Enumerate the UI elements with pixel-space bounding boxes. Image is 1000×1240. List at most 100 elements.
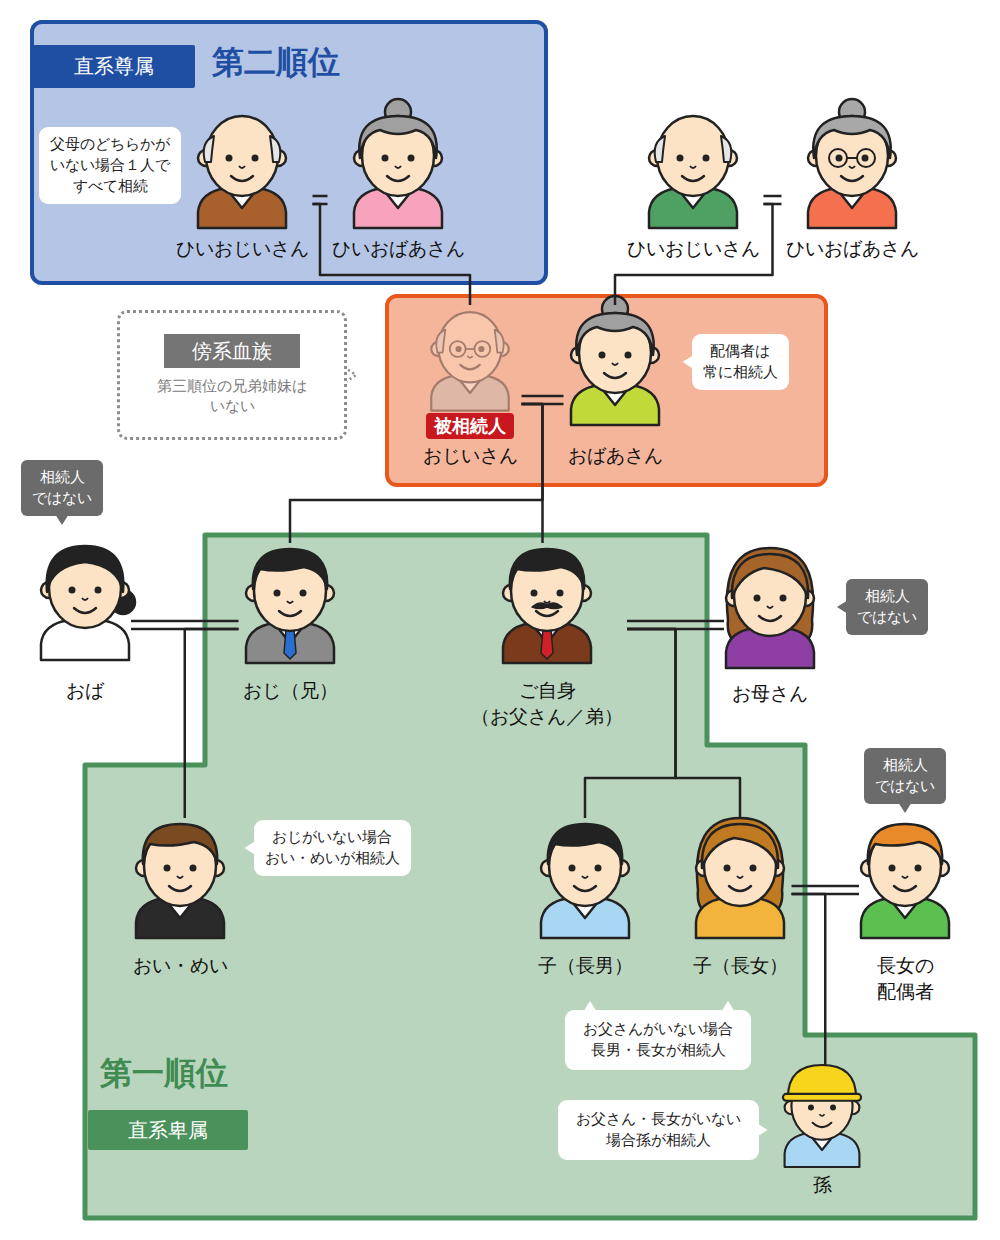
eye <box>595 865 602 872</box>
hair-bun <box>111 590 135 614</box>
ear <box>246 585 262 601</box>
mouth <box>279 611 301 616</box>
body <box>696 898 784 938</box>
mouth <box>759 616 781 621</box>
text-line: ではない <box>875 776 935 797</box>
text-line: 相続人 <box>865 586 910 607</box>
mouth <box>604 373 626 378</box>
eye <box>889 865 896 872</box>
eye <box>300 590 307 597</box>
glasses-bridge <box>847 157 857 159</box>
person-illustration <box>571 296 659 425</box>
eye <box>95 587 102 594</box>
person-illustration <box>808 99 896 228</box>
mouth <box>813 1123 832 1127</box>
eye <box>754 595 761 602</box>
region-shape <box>85 535 975 1218</box>
text-line: 子（長男） <box>538 953 633 979</box>
head <box>657 116 729 196</box>
ear <box>768 860 784 876</box>
body <box>198 188 286 228</box>
person-figure: ひいおばあさん <box>328 108 469 262</box>
marriage-line <box>522 396 564 404</box>
body <box>785 1133 860 1167</box>
ear <box>696 860 712 876</box>
body <box>136 898 224 938</box>
head <box>438 312 501 382</box>
person-illustration <box>503 549 591 663</box>
text-line: おい・めい <box>133 953 228 979</box>
head <box>816 116 888 196</box>
speech-callout: 相続人 ではない <box>21 460 103 516</box>
eye <box>164 865 171 872</box>
ear <box>861 860 877 876</box>
ear <box>726 590 742 606</box>
person-name: おば <box>66 678 104 704</box>
person-figure: おばあさん <box>564 305 667 469</box>
nose <box>177 876 183 878</box>
ear <box>41 582 57 598</box>
ear <box>649 150 665 166</box>
person-name: おじいさん <box>423 443 518 469</box>
nose <box>902 876 908 878</box>
text-line: 子（長女） <box>693 953 788 979</box>
text-line: おば <box>66 678 104 704</box>
decedent-band <box>387 296 826 485</box>
mustache <box>532 603 562 609</box>
callout-tail <box>757 1123 768 1137</box>
person-figure: 長女の 配偶者 <box>859 818 951 1004</box>
speech-callout: お父さんがいない場合 長男・長女が相続人 <box>565 1010 751 1070</box>
collar <box>599 385 631 405</box>
descent-line <box>792 894 826 1065</box>
eye <box>724 865 731 872</box>
head <box>549 826 621 906</box>
descent-line <box>313 204 471 305</box>
eye <box>780 595 787 602</box>
collar <box>456 375 484 393</box>
eye <box>836 155 843 162</box>
person-name: 長女の 配偶者 <box>877 953 934 1004</box>
person-name: おじ（兄） <box>243 678 338 704</box>
mouth <box>387 176 409 181</box>
mouth <box>74 608 96 613</box>
callout-tail <box>721 1001 735 1012</box>
text-line: ではない <box>32 488 92 509</box>
ear <box>495 342 509 356</box>
eye <box>531 590 538 597</box>
text-line: おばあさん <box>568 443 663 469</box>
tie <box>284 629 296 659</box>
collar <box>677 188 709 208</box>
callout-text: お父さんがいない場合 長男・長女が相続人 <box>583 1019 733 1061</box>
person-figure: おば <box>39 540 131 704</box>
nose <box>690 166 696 168</box>
ear <box>198 150 214 166</box>
text-holder: 第二順位 <box>212 42 340 84</box>
eye <box>252 155 259 162</box>
head <box>362 116 434 196</box>
head <box>704 826 776 906</box>
ear <box>208 860 224 876</box>
person-name: 孫 <box>813 1172 832 1198</box>
person-illustration <box>649 116 737 228</box>
callout-text: お父さん・長女がいない 場合孫が相続人 <box>576 1109 741 1151</box>
eye <box>830 1105 836 1111</box>
collar <box>274 623 306 643</box>
body <box>354 188 442 228</box>
person-name: 子（長男） <box>538 953 633 979</box>
hair <box>270 136 280 162</box>
speech-callout: 相続人 ではない <box>846 579 928 635</box>
ear <box>643 347 659 363</box>
text-line: 第三順位の兄弟姉妹は <box>157 376 307 396</box>
marriage-line <box>792 886 860 894</box>
callout-text: 相続人 ではない <box>857 586 917 628</box>
person-figure: ひいおじいさん <box>172 108 313 262</box>
callout-tail <box>344 367 356 383</box>
glasses <box>857 149 875 167</box>
callout-tail <box>245 841 256 855</box>
ear <box>318 585 334 601</box>
hair <box>721 136 731 162</box>
hair <box>732 554 808 598</box>
callout-text: 相続人 ではない <box>32 467 92 509</box>
hair <box>702 824 778 868</box>
